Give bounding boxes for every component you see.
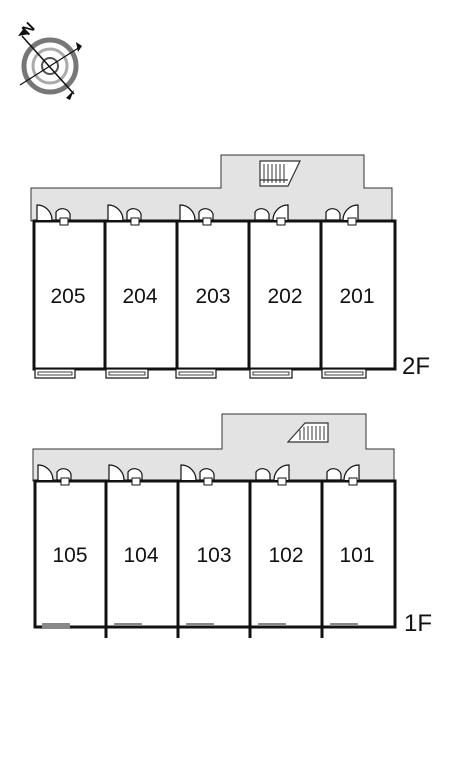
unit-label-204: 204 <box>122 285 157 308</box>
door-icon <box>37 464 72 486</box>
door-icon <box>107 204 142 226</box>
unit-block-1f <box>33 479 397 629</box>
unit-label-202: 202 <box>267 285 302 308</box>
unit-label-105: 105 <box>52 544 87 567</box>
unit-label-103: 103 <box>196 544 231 567</box>
door-icon <box>179 204 214 226</box>
compass-rose-icon: N <box>18 19 82 100</box>
balcony <box>34 368 76 379</box>
unit-label-205: 205 <box>50 285 85 308</box>
door-icon <box>36 204 71 226</box>
door-icon <box>326 464 360 486</box>
door-icon <box>325 204 359 226</box>
door-icon <box>108 464 143 486</box>
balcony <box>249 368 293 379</box>
floor-1f: 105 104 103 102 101 1F <box>32 413 432 638</box>
unit-label-104: 104 <box>123 544 158 567</box>
floor-label-2f: 2F <box>402 353 430 380</box>
stair-icon <box>286 422 329 443</box>
unit-label-201: 201 <box>339 285 374 308</box>
unit-block-2f <box>32 219 397 371</box>
balcony <box>321 368 367 379</box>
door-icon <box>254 204 289 226</box>
door-icon <box>255 464 290 486</box>
unit-label-102: 102 <box>268 544 303 567</box>
balcony <box>105 368 149 379</box>
floor-2f: 205 204 203 202 201 2F <box>30 154 430 380</box>
window-marks <box>42 623 358 628</box>
unit-label-203: 203 <box>195 285 230 308</box>
unit-label-101: 101 <box>339 544 374 567</box>
balcony <box>175 368 217 379</box>
north-label: N <box>19 19 39 39</box>
floor-label-1f: 1F <box>404 610 432 637</box>
door-icon <box>180 464 215 486</box>
stair-icon <box>259 160 301 187</box>
